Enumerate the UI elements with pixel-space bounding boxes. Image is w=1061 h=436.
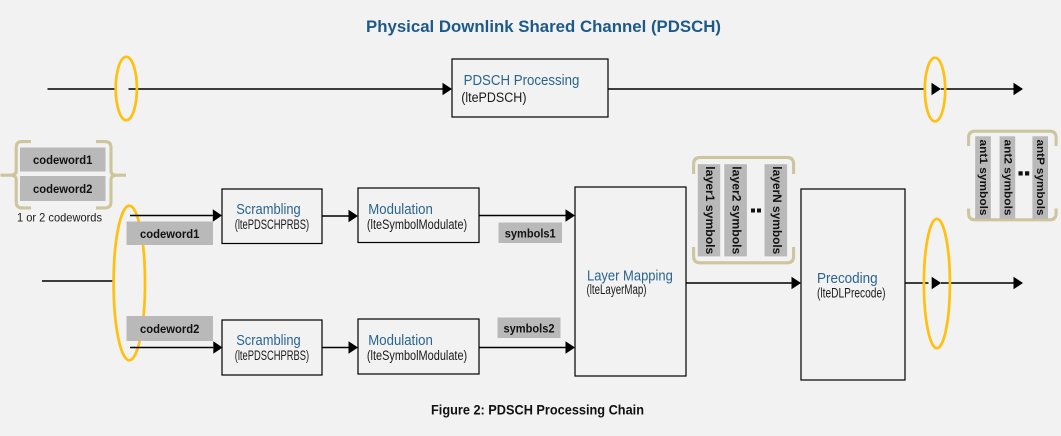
svg-text:codeword1: codeword1: [140, 227, 200, 241]
svg-text:Scrambling: Scrambling: [236, 333, 301, 349]
svg-text:Layer Mapping: Layer Mapping: [587, 268, 673, 284]
svg-text:(lteDLPrecode): (lteDLPrecode): [817, 285, 886, 300]
svg-text:(ltePDSCHPRBS): (ltePDSCHPRBS): [235, 348, 310, 363]
svg-text:antP symbols: antP symbols: [1034, 140, 1046, 216]
svg-text:codeword2: codeword2: [33, 182, 93, 196]
svg-text:layer2 symbols: layer2 symbols: [730, 166, 742, 254]
svg-text:(ltePDSCH): (ltePDSCH): [461, 90, 526, 105]
svg-text:ant2 symbols: ant2 symbols: [1001, 140, 1013, 216]
svg-text:(lteSymbolModulate): (lteSymbolModulate): [367, 217, 467, 232]
svg-text:Modulation: Modulation: [368, 333, 433, 349]
svg-text:Scrambling: Scrambling: [236, 202, 301, 218]
svg-text:Modulation: Modulation: [368, 202, 433, 218]
svg-text:1 or 2 codewords: 1 or 2 codewords: [17, 211, 102, 225]
svg-text:Physical Downlink Shared Chann: Physical Downlink Shared Channel (PDSCH): [366, 17, 721, 36]
svg-text:(ltePDSCHPRBS): (ltePDSCHPRBS): [235, 217, 310, 232]
svg-text:symbols2: symbols2: [504, 321, 555, 335]
svg-text:(lteLayerMap): (lteLayerMap): [587, 282, 647, 297]
svg-text:PDSCH Processing: PDSCH Processing: [464, 73, 580, 89]
svg-text:ant1 symbols: ant1 symbols: [977, 140, 989, 216]
svg-text:codeword2: codeword2: [140, 322, 200, 336]
svg-text:layerN symbols: layerN symbols: [770, 166, 782, 254]
svg-text:Precoding: Precoding: [817, 271, 878, 287]
svg-text:Figure 2: PDSCH Processing Cha: Figure 2: PDSCH Processing Chain: [431, 402, 644, 418]
svg-text:layer1 symbols: layer1 symbols: [703, 166, 715, 254]
svg-text:symbols1: symbols1: [505, 226, 556, 240]
svg-text:(lteSymbolModulate): (lteSymbolModulate): [367, 348, 467, 363]
svg-text:codeword1: codeword1: [33, 153, 93, 167]
